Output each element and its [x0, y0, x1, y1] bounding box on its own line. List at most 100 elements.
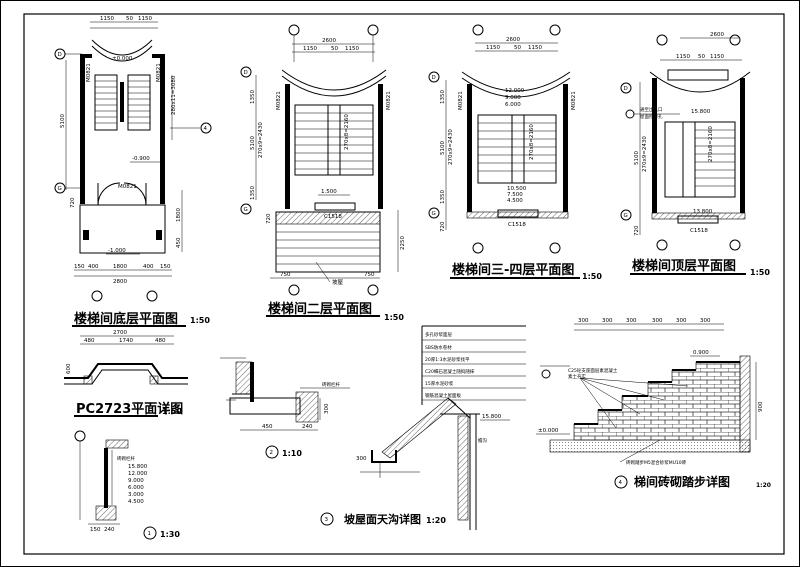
dim-text: 1150: [676, 54, 690, 60]
dim-text: 270x8=2160: [708, 126, 714, 162]
brick-step-detail-scale: 1:20: [756, 482, 771, 489]
dim-text: 1800: [113, 264, 127, 270]
label: 坡屋: [332, 278, 344, 286]
note-text: 砖砌踏步M5混合砂浆MU10砖: [626, 459, 687, 466]
level-text: 6.000: [128, 485, 144, 491]
dim-text: 300: [676, 318, 687, 324]
dim-text: 2800: [113, 279, 127, 285]
dim-text: 400: [143, 264, 154, 270]
dim-text: 720: [634, 225, 640, 236]
ground-floor-plan: 1150 50 1150 D ±0.000: [54, 16, 212, 327]
label: M0821: [118, 184, 137, 190]
label: M0821: [156, 63, 162, 82]
level-text: 9.000: [128, 478, 144, 484]
dim-text: 50: [698, 54, 705, 60]
third-fourth-floor-plan-scale: 1:50: [582, 272, 602, 281]
dim-text: 240: [302, 424, 313, 430]
dim-text: 5100: [60, 114, 66, 128]
detail-number-bubble: [143, 526, 157, 540]
detail-2: 砖砌栏杆 300 450 240 2 1:10: [220, 357, 350, 459]
detail-number: 1: [148, 531, 152, 537]
dim-text: 270x9=2430: [642, 136, 648, 172]
gutter-detail: 多孔砂浆面层 SBS防水卷材 20厚1:3水泥砂浆找平 C20细石混凝土随捣随抹…: [320, 325, 526, 530]
dim-text: 300: [324, 403, 330, 414]
level-text: 7.500: [507, 192, 523, 198]
dim-text: 240: [104, 527, 115, 533]
top-floor-plan-title: 楼梯间顶层平面图: [632, 258, 736, 274]
axis-label: G: [624, 213, 628, 219]
axis-label: G: [432, 211, 436, 217]
axis-label: G: [58, 186, 62, 192]
detail-number: 3: [325, 517, 329, 523]
pc2723-detail: 2700 480 1740 480 600 PC2723平面详图 1:50: [64, 330, 188, 417]
dim-text: 150: [90, 527, 101, 533]
dim-text: 1350: [250, 186, 256, 200]
detail1-scale: 1:30: [160, 530, 180, 539]
level-text: -1.000: [108, 248, 126, 254]
dim-text: 1150: [100, 16, 114, 22]
third-fourth-floor-plan: 2600 1150 50 1150 D M0821 M0821 12.000 9…: [428, 24, 602, 281]
label: M0821: [458, 91, 464, 110]
pc-detail-scale: 1:50: [162, 407, 182, 416]
second-floor-plan-title: 楼梯间二层平面图: [268, 301, 372, 317]
detail-number-bubble: [320, 512, 334, 526]
dim-text: 150: [160, 264, 171, 270]
gutter-detail-scale: 1:20: [426, 516, 446, 525]
axis-label: 4: [204, 126, 208, 132]
dim-text: 1740: [119, 338, 133, 344]
dim-text: 270x8=2160: [529, 124, 535, 160]
level-text: 12.000: [505, 88, 525, 94]
drawing-frame-inner: [23, 13, 785, 555]
dim-text: 480: [84, 338, 95, 344]
dim-text: 5100: [440, 141, 446, 155]
dim-text: 270x8=2160: [344, 114, 350, 150]
dim-text: 270x9=2430: [448, 129, 454, 165]
dim-text: 1350: [250, 90, 256, 104]
note-text: 15厚水泥砂浆: [425, 380, 454, 387]
top-floor-plan-scale: 1:50: [750, 268, 770, 277]
dim-text: 300: [356, 456, 367, 462]
detail2-scale: 1:10: [282, 449, 302, 458]
pc-detail-title: PC2723平面详图: [76, 401, 183, 417]
top-floor-plan: 2600 1150 50 1150 D 通至出入口 屋面检修孔 15.800 2…: [620, 32, 770, 277]
label: C1518: [508, 222, 526, 228]
level-text: 6.000: [505, 102, 521, 108]
detail-number: 2: [270, 450, 274, 456]
detail-number-bubble: [614, 475, 628, 489]
level-text: 3.000: [128, 492, 144, 498]
dim-text: 2700: [113, 330, 127, 336]
level-text: 4.500: [128, 499, 144, 505]
gutter-detail-title: 坡屋面天沟详图: [344, 512, 421, 526]
label: C1518: [690, 228, 708, 234]
ground-floor-plan-scale: 1:50: [190, 316, 210, 325]
level-text: 12.000: [128, 471, 148, 477]
dim-text: 280x11=3080: [171, 75, 177, 115]
label: M0821: [276, 91, 282, 110]
note-text: 砖砌栏杆: [322, 381, 340, 388]
dim-text: 1150: [710, 54, 724, 60]
label: M0821: [571, 91, 577, 110]
level-text: ±0.000: [112, 56, 133, 62]
dim-text: 150: [74, 264, 85, 270]
dim-text: 720: [440, 221, 446, 232]
detail-number-bubble: [265, 445, 279, 459]
axis-label: D: [244, 70, 248, 76]
dim-text: 50: [514, 45, 521, 51]
note-text: 砖砌栏杆: [117, 455, 135, 462]
detail-number: 4: [619, 480, 623, 486]
dim-text: 2600: [710, 32, 724, 38]
dim-text: 750: [280, 272, 291, 278]
label: M0821: [86, 63, 92, 82]
note-text: 屋面检修孔: [640, 113, 663, 120]
dim-text: 750: [364, 272, 375, 278]
dim-text: 50: [126, 16, 133, 22]
dim-text: 480: [155, 338, 166, 344]
label: M0821: [386, 91, 392, 110]
axis-label: D: [58, 52, 62, 58]
dim-text: 450: [262, 424, 273, 430]
level-text: 10.500: [507, 186, 527, 192]
note-text: 素土夯实: [568, 373, 586, 380]
dim-text: 2250: [400, 236, 406, 250]
level-text: 0.900: [693, 350, 709, 356]
